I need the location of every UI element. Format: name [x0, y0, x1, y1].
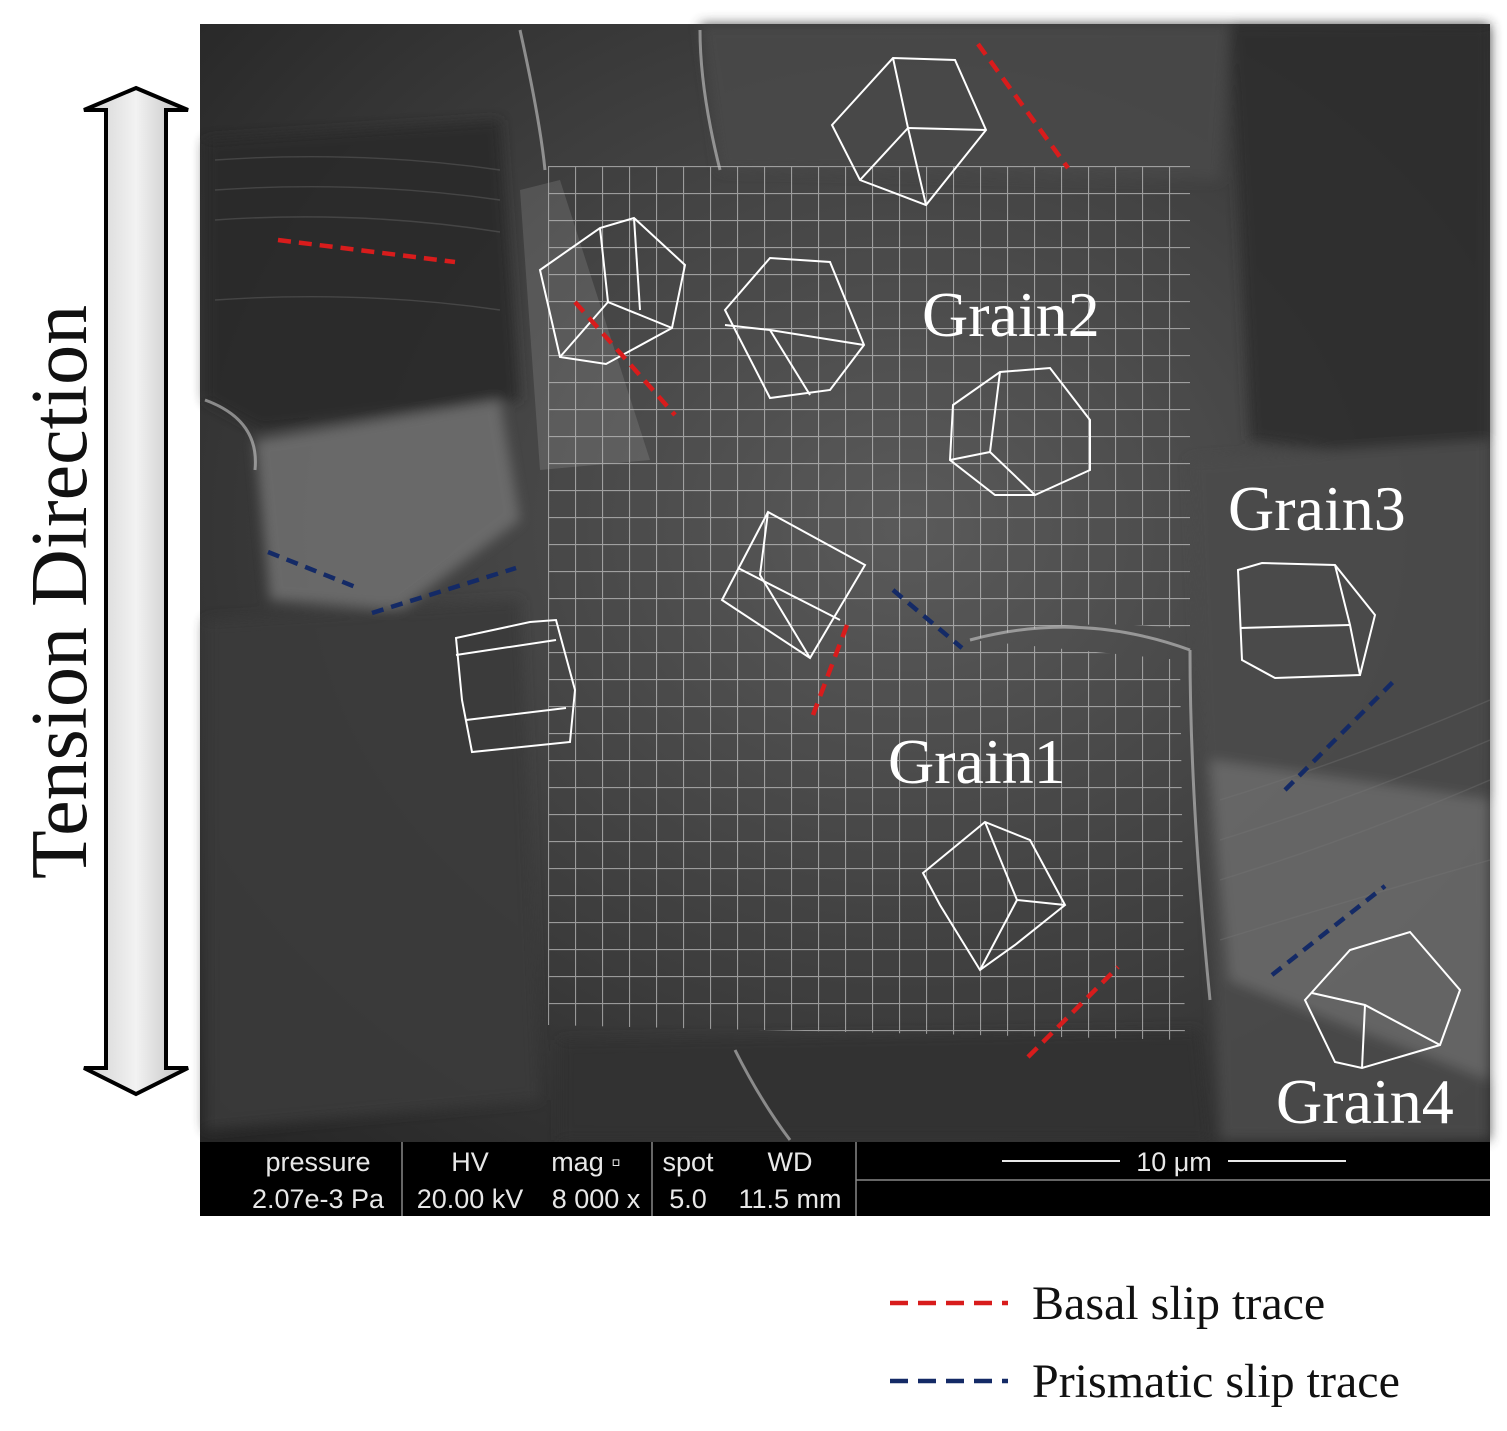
crystal-outline-d — [948, 366, 1091, 496]
scale-bar-label: 10 μm — [1136, 1147, 1212, 1177]
crystal-outline-f — [454, 618, 577, 754]
info-header-wd: WD — [768, 1147, 813, 1177]
info-value-pressure: 2.07e-3 Pa — [252, 1184, 385, 1214]
info-header-spot: spot — [662, 1147, 714, 1177]
scale-bar: 10 μm — [1002, 1147, 1346, 1177]
tension-arrow — [83, 85, 189, 1097]
info-value-wd: 11.5 mm — [738, 1184, 841, 1214]
info-bar: pressure HV mag ▫ spot WD 2.07e-3 Pa 20.… — [200, 1142, 1490, 1216]
crystal-outline-h — [921, 820, 1067, 972]
info-value-mag: 8 000 x — [552, 1184, 641, 1214]
grain-label-4: Grain4 — [1276, 1066, 1454, 1137]
crystal-outline-e — [720, 510, 867, 660]
grain-label-2: Grain2 — [922, 279, 1100, 350]
crystal-outline-c — [723, 256, 866, 400]
basal-slip-traces — [277, 42, 1120, 1059]
crystal-outline-b — [538, 216, 687, 366]
legend: Basal slip trace Prismatic slip trace — [890, 1277, 1400, 1408]
legend-label-prismatic: Prismatic slip trace — [1032, 1355, 1400, 1408]
info-value-hv: 20.00 kV — [417, 1184, 524, 1214]
info-header-pressure: pressure — [265, 1147, 370, 1177]
crystal-outline-a — [830, 56, 988, 207]
crystal-outline-g — [1236, 561, 1377, 680]
grain-label-1: Grain1 — [888, 726, 1066, 797]
prismatic-slip-traces — [267, 549, 1399, 977]
info-value-spot: 5.0 — [669, 1184, 707, 1214]
grain-label-3: Grain3 — [1228, 473, 1406, 544]
info-header-hv: HV — [451, 1147, 489, 1177]
info-header-mag: mag ▫ — [551, 1147, 621, 1177]
legend-label-basal: Basal slip trace — [1032, 1277, 1325, 1330]
tension-direction-label: Tension Direction — [16, 305, 104, 879]
crystal-outline-i — [1303, 930, 1462, 1070]
sem-image — [200, 24, 1491, 1142]
